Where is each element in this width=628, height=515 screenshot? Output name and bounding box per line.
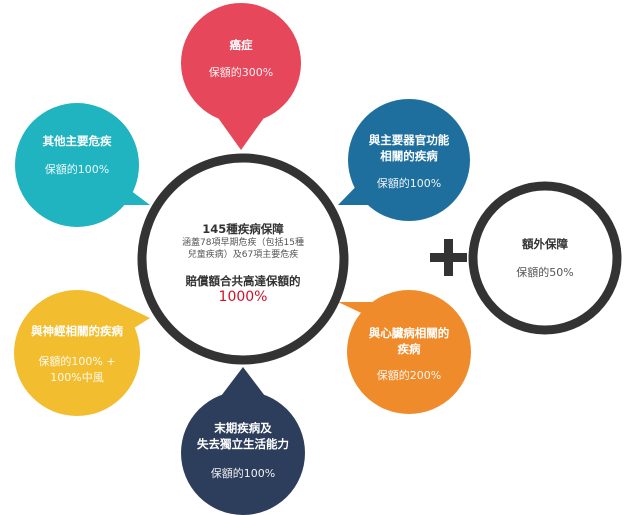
cancer-coverage: 保額的300% xyxy=(208,66,274,79)
terminal-title-line1: 末期疾病及 xyxy=(214,421,272,435)
cancer-title: 癌症 xyxy=(229,38,253,52)
terminal-title-line2: 失去獨立生活能力 xyxy=(197,437,289,451)
other-critical-illness-bubble xyxy=(15,103,150,227)
center-title: 145種疾病保障 xyxy=(202,222,284,236)
other-coverage: 保額的100% xyxy=(44,163,110,176)
nerve-coverage-line2: 100%中風 xyxy=(50,371,104,384)
organ-title-line1: 與主要器官功能 xyxy=(368,133,450,147)
terminal-illness-bubble xyxy=(181,367,305,515)
center-payout-label: 賠償額合共高達保額的 xyxy=(185,274,301,288)
center-ring xyxy=(137,153,349,365)
plus-icon xyxy=(430,239,467,276)
center-desc-line2: 兒童疾病）及67項主要危疾 xyxy=(187,250,299,260)
extra-title: 額外保障 xyxy=(522,237,568,251)
center-desc-line1: 涵蓋78項早期危疾（包括15種 xyxy=(182,238,304,248)
organ-coverage: 保額的100% xyxy=(376,177,442,190)
nerve-disease-bubble xyxy=(14,290,150,416)
heart-title-line2: 疾病 xyxy=(397,342,421,356)
extra-ring xyxy=(468,181,622,335)
heart-coverage: 保額的200% xyxy=(376,369,442,382)
nerve-title: 與神經相關的疾病 xyxy=(31,324,123,338)
other-title: 其他主要危疾 xyxy=(42,134,112,148)
organ-disease-bubble xyxy=(338,99,470,221)
heart-title-line1: 與心臟病相關的 xyxy=(368,326,450,340)
organ-title-line2: 相關的疾病 xyxy=(380,149,438,163)
terminal-coverage: 保額的100% xyxy=(210,467,276,480)
extra-coverage: 保額的50% xyxy=(516,266,574,279)
cancer-bubble xyxy=(181,3,301,150)
heart-disease-bubble xyxy=(338,290,471,414)
center-payout-value: 1000% xyxy=(218,289,268,305)
nerve-coverage-line1: 保額的100% + xyxy=(38,355,116,368)
